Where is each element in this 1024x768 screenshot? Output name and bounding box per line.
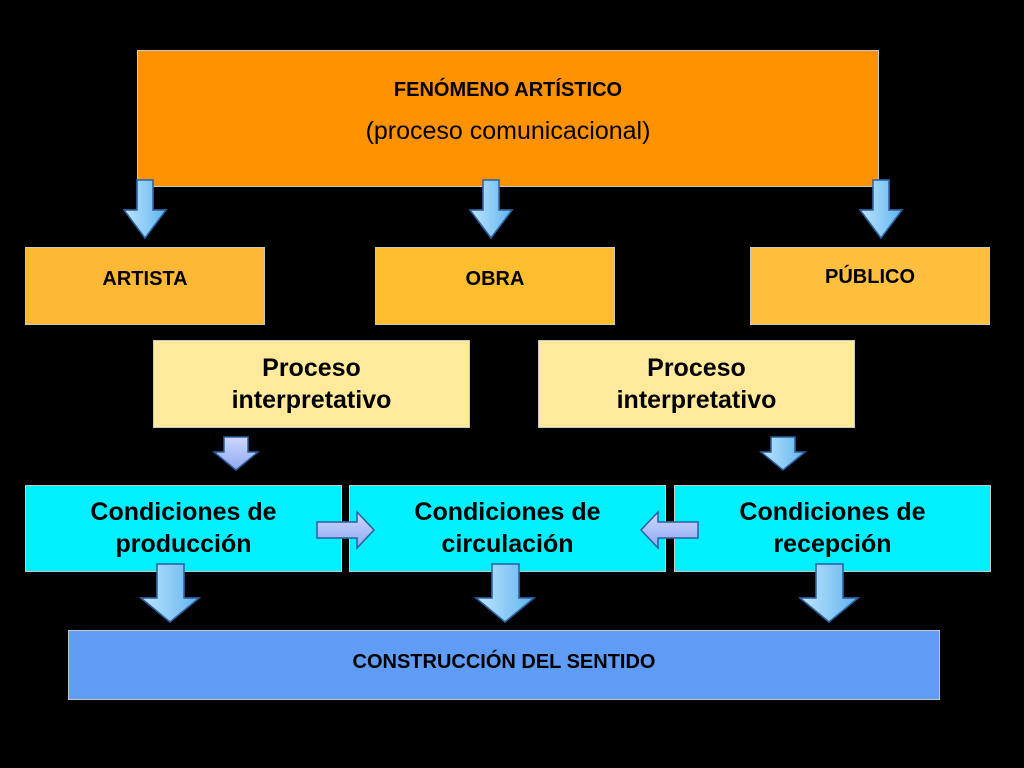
conditions-production-line1: Condiciones de <box>90 498 277 527</box>
process-box-left: Proceso interpretativo <box>153 340 470 428</box>
role-artista-label: ARTISTA <box>102 268 188 290</box>
arrow-down-production <box>138 563 202 623</box>
process-left-line2: interpretativo <box>231 386 392 414</box>
conditions-reception: Condiciones de recepción <box>674 485 991 572</box>
role-obra: OBRA <box>375 247 615 325</box>
result-label: CONSTRUCCIÓN DEL SENTIDO <box>352 651 656 673</box>
process-right-line1: Proceso <box>647 353 746 382</box>
conditions-production-line2: producción <box>115 529 252 558</box>
arrow-down-reception <box>797 563 861 623</box>
phenomenon-title: FENÓMENO ARTÍSTICO <box>393 79 623 101</box>
process-box-right: Proceso interpretativo <box>538 340 855 428</box>
conditions-production: Condiciones de producción <box>25 485 342 572</box>
arrow-down-process-right <box>758 436 808 471</box>
arrow-down-circulation <box>473 563 537 623</box>
conditions-circulation: Condiciones de circulación <box>349 485 666 572</box>
arrow-down-publico <box>858 179 904 240</box>
arrow-down-artista <box>122 179 168 240</box>
result-box: CONSTRUCCIÓN DEL SENTIDO <box>68 630 940 700</box>
arrow-down-process-left <box>211 436 261 471</box>
conditions-reception-line1: Condiciones de <box>739 498 926 527</box>
conditions-circulation-line2: circulación <box>441 529 574 558</box>
phenomenon-subtitle: (proceso comunicacional) <box>365 117 651 145</box>
role-publico: PÚBLICO <box>750 247 990 325</box>
phenomenon-box: FENÓMENO ARTÍSTICO (proceso comunicacion… <box>137 50 879 187</box>
role-artista: ARTISTA <box>25 247 265 325</box>
role-publico-label: PÚBLICO <box>825 266 915 288</box>
conditions-circulation-line1: Condiciones de <box>414 498 601 527</box>
process-left-line1: Proceso <box>262 353 361 382</box>
conditions-reception-line2: recepción <box>773 529 892 558</box>
arrow-down-obra <box>468 179 514 240</box>
process-right-line2: interpretativo <box>616 386 777 414</box>
role-obra-label: OBRA <box>465 268 525 290</box>
